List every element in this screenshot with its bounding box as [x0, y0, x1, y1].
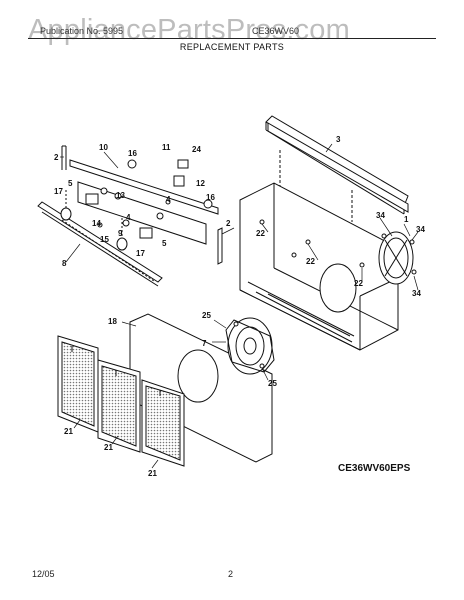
callout-5-left: 5 [68, 179, 73, 188]
callout-21-right: 21 [148, 469, 157, 478]
callout-15: 15 [100, 235, 109, 244]
callout-17-right: 17 [136, 249, 145, 258]
callout-4-lower: 4 [126, 213, 131, 222]
top-channel-part [267, 122, 409, 213]
page-subtitle: REPLACEMENT PARTS [179, 42, 285, 52]
leader-lines [60, 143, 419, 469]
callout-21-left: 21 [64, 427, 73, 436]
callout-34-top: 34 [376, 211, 385, 220]
damper-ring-part [378, 231, 417, 285]
filter-right-part [141, 379, 185, 467]
callout-21-middle: 21 [104, 443, 113, 452]
callout-24: 24 [192, 145, 201, 154]
callout-labels: 2 10 16 11 24 12 16 4 5 17 13 4 14 9 15 … [54, 135, 425, 478]
callout-17-left: 17 [54, 187, 63, 196]
header-left-text: Publication No. 5995 [40, 26, 124, 36]
callout-25-bottom: 25 [268, 379, 277, 388]
callout-13: 13 [116, 191, 125, 200]
watermark: AppliancePartsPros.com [28, 14, 350, 46]
callout-34-bottom: 34 [412, 289, 421, 298]
callout-12: 12 [196, 179, 205, 188]
callout-7: 7 [202, 339, 207, 348]
callout-1: 1 [404, 215, 409, 224]
callout-2-right: 2 [226, 219, 231, 228]
callout-4-upper: 4 [166, 195, 171, 204]
footer-date: 12/05 [32, 569, 55, 579]
blower-part [225, 317, 275, 375]
callout-25-top: 25 [202, 311, 211, 320]
callout-2-left: 2 [54, 153, 59, 162]
callout-11: 11 [162, 143, 171, 152]
control-panel-assembly [37, 145, 223, 287]
callout-22-left: 22 [256, 229, 265, 238]
callout-9: 9 [118, 229, 123, 238]
callout-5-right: 5 [162, 239, 167, 248]
callout-10: 10 [99, 143, 108, 152]
filter-middle-part [97, 359, 141, 453]
filter-left-part [57, 335, 99, 433]
callout-16-right: 16 [206, 193, 215, 202]
callout-16-left: 16 [128, 149, 137, 158]
page-number: 2 [228, 569, 234, 579]
callout-8: 8 [62, 259, 67, 268]
callout-22-right: 22 [354, 279, 363, 288]
callout-3: 3 [336, 135, 341, 144]
callout-34-right: 34 [416, 225, 425, 234]
callout-22-middle: 22 [306, 257, 315, 266]
header-right-text: CE36WV60 [252, 26, 300, 36]
header-rule [28, 38, 436, 39]
hood-body [239, 115, 409, 351]
model-number: CE36WV60EPS [338, 463, 411, 474]
callout-14: 14 [92, 219, 101, 228]
callout-18: 18 [108, 317, 117, 326]
